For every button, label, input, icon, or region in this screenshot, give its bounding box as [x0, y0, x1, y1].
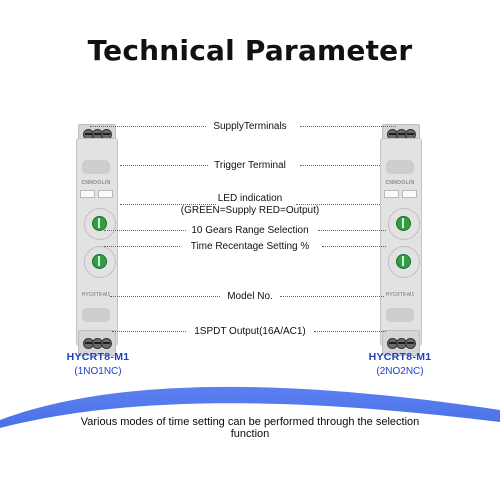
label-supply-terminals: SupplyTerminals: [213, 121, 287, 132]
label-trigger-terminal: Trigger Terminal: [214, 160, 286, 171]
relay-device-left: CNNOOLIN HYCRT8-M1: [72, 124, 120, 356]
range-knob-icon: [396, 216, 411, 231]
screw-icon: [405, 338, 416, 349]
percentage-scale: [388, 246, 420, 278]
leader-line: [300, 165, 380, 166]
screw-icon: [101, 338, 112, 349]
range-knob-icon: [92, 216, 107, 231]
leader-line: [110, 296, 220, 297]
brand-text: CNNOOLIN: [81, 180, 111, 186]
percentage-knob-icon: [92, 254, 107, 269]
brand-text: CNNOOLIN: [385, 180, 415, 186]
relay-device-right: CNNOOLIN HYCRT8-M1: [376, 124, 424, 356]
leader-line: [90, 126, 206, 127]
leader-line: [300, 126, 396, 127]
range-scale: [84, 208, 116, 240]
bottom-cap: [382, 330, 420, 356]
panel-model-text: HYCRT8-M1: [81, 292, 111, 298]
blue-wave-background: [0, 386, 500, 500]
led-window: [402, 190, 417, 198]
page-title: Technical Parameter: [87, 34, 413, 67]
terminal-notch: [82, 160, 110, 174]
label-gears: 10 Gears Range Selection: [191, 225, 309, 236]
label-time-percentage: Time Recentage Setting %: [190, 241, 310, 252]
leader-line: [296, 204, 380, 205]
leader-line: [104, 230, 186, 231]
led-window: [384, 190, 399, 198]
label-model-no: Model No.: [227, 291, 273, 302]
terminal-notch: [386, 160, 414, 174]
bottom-cap: [78, 330, 116, 356]
device-model-left: HYCRT8-M1: [66, 351, 130, 363]
label-led-indication: LED indication: [217, 193, 283, 204]
panel-model-text: HYCRT8-M1: [385, 292, 415, 298]
leader-line: [314, 331, 386, 332]
leader-line: [120, 165, 208, 166]
percentage-knob-icon: [396, 254, 411, 269]
label-output: 1SPDT Output(16A/AC1): [194, 326, 306, 337]
label-led-colors: (GREEN=Supply RED=Output): [180, 205, 320, 216]
range-scale: [388, 208, 420, 240]
terminal-notch: [386, 308, 414, 322]
leader-line: [104, 246, 180, 247]
device-variant-left: (1NO1NC): [74, 366, 122, 377]
leader-line: [112, 331, 186, 332]
device-variant-right: (2NO2NC): [376, 366, 424, 377]
leader-line: [322, 246, 386, 247]
footer-description: Various modes of time setting can be per…: [80, 416, 420, 440]
leader-line: [280, 296, 384, 297]
device-model-right: HYCRT8-M1: [368, 351, 432, 363]
terminal-notch: [82, 308, 110, 322]
led-window: [98, 190, 113, 198]
leader-line: [120, 204, 216, 205]
percentage-scale: [84, 246, 116, 278]
led-window: [80, 190, 95, 198]
leader-line: [318, 230, 386, 231]
